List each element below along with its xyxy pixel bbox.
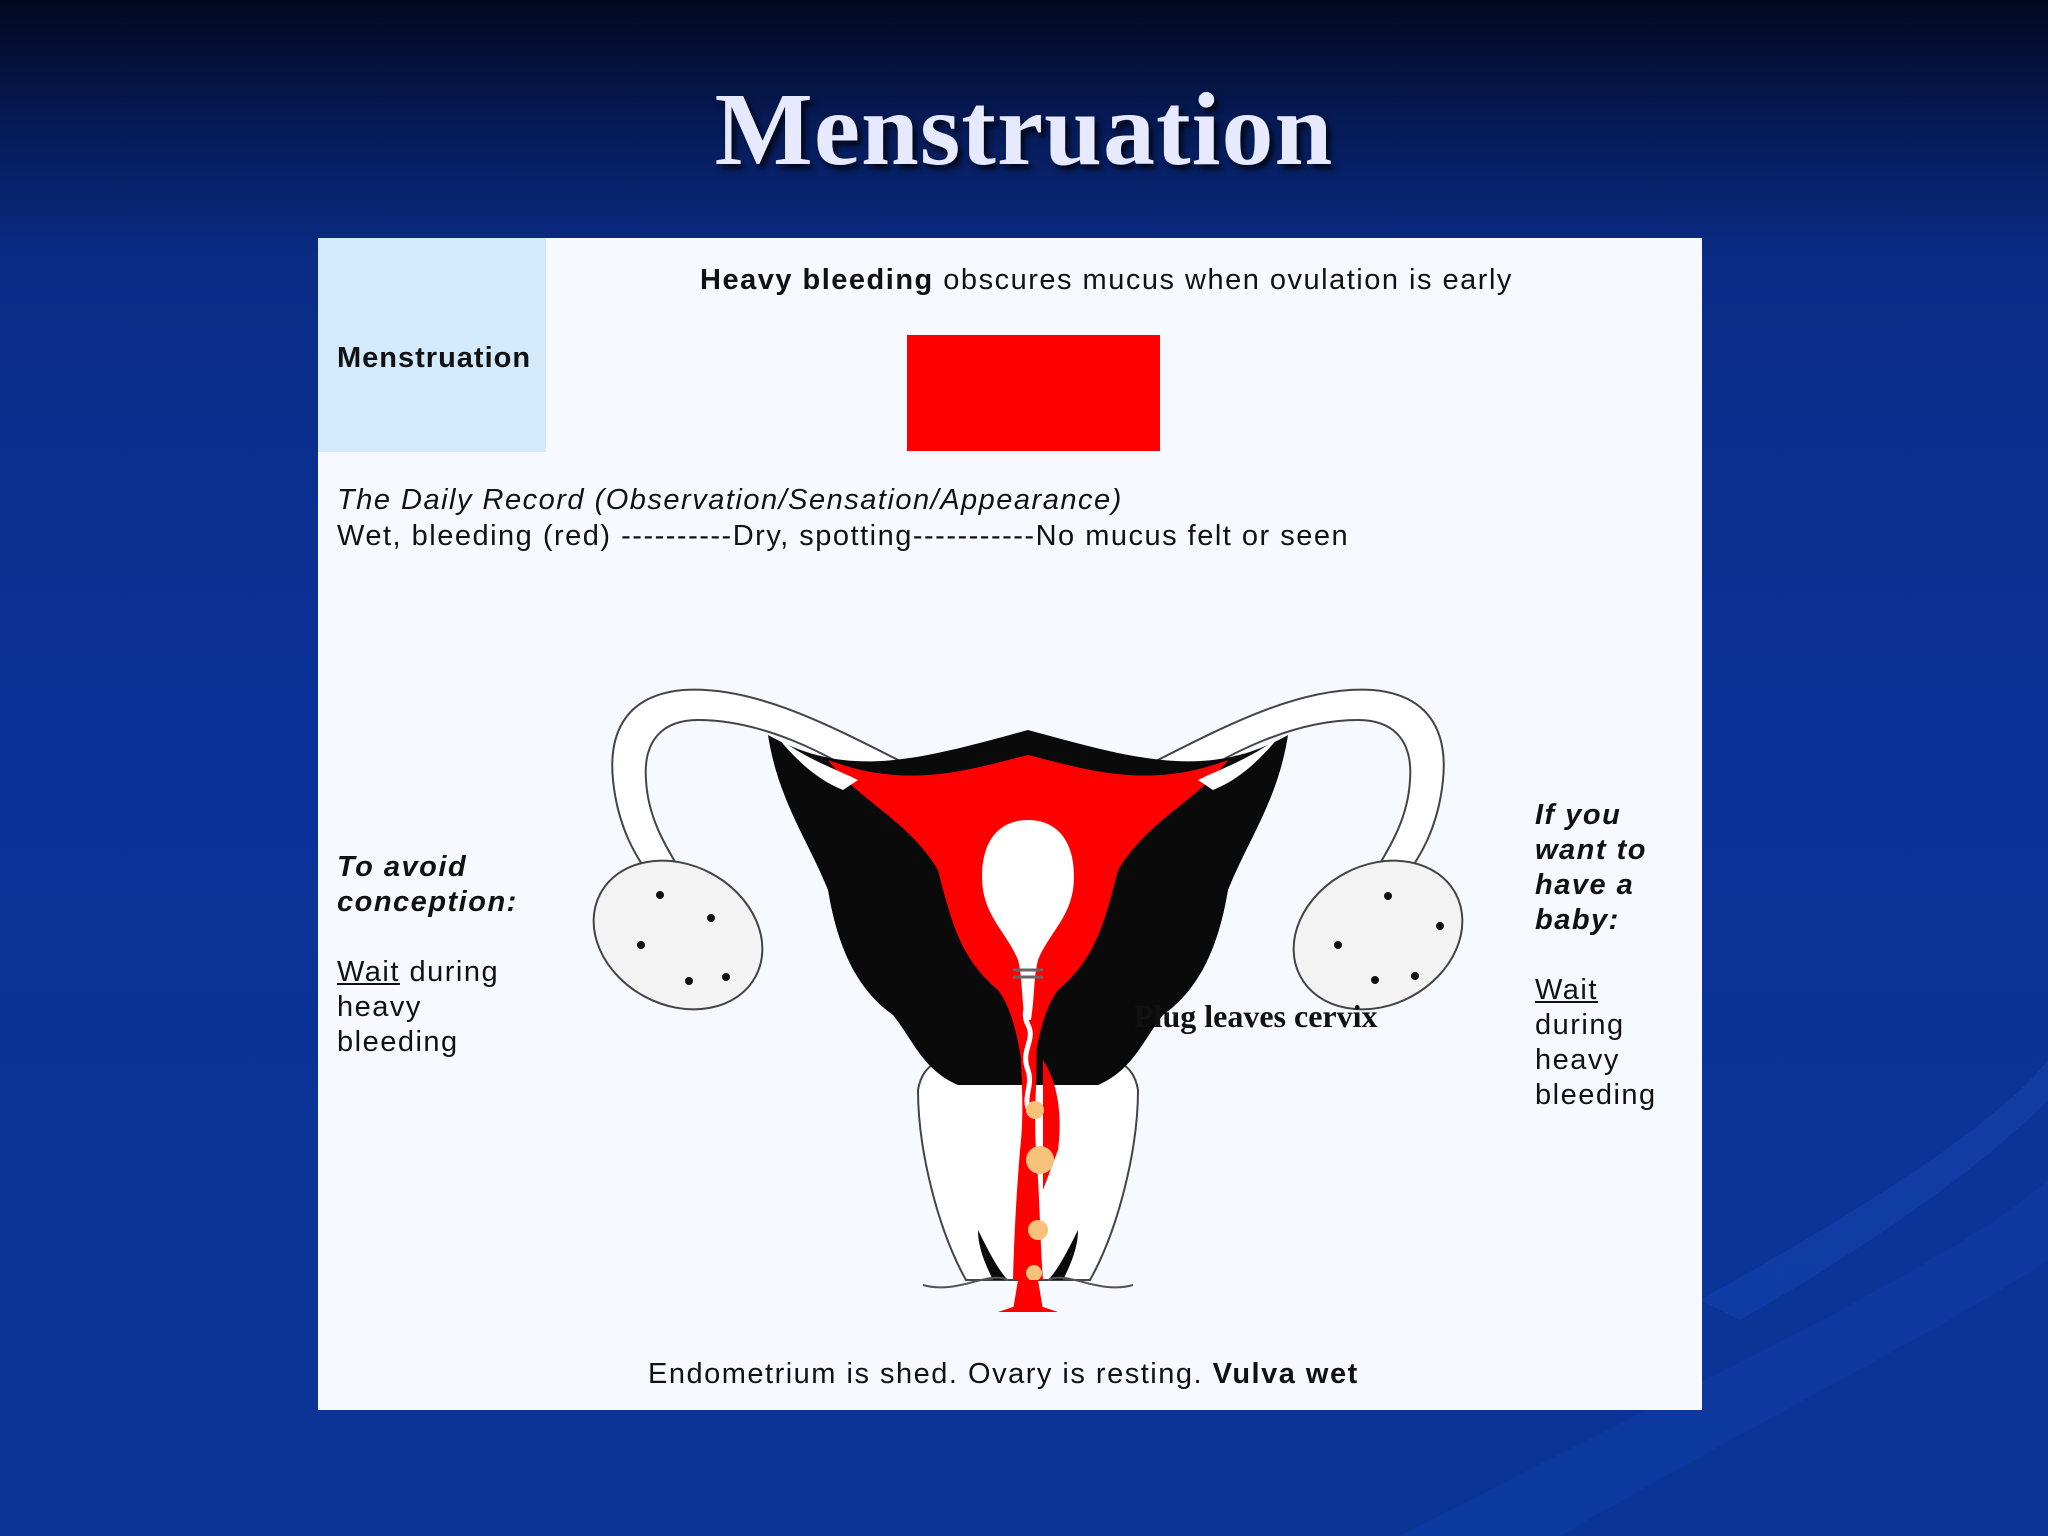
- right-ovary: [1292, 859, 1464, 1011]
- left-heading-1: To avoid: [337, 851, 468, 883]
- left-rest-3: bleeding: [337, 1026, 459, 1058]
- mucus-plug-4: [1026, 1265, 1042, 1281]
- panel-heading: Heavy bleeding obscures mucus when ovula…: [700, 264, 1513, 297]
- panel-caption: Endometrium is shed. Ovary is resting. V…: [648, 1358, 1359, 1391]
- phase-label: Menstruation: [337, 342, 532, 374]
- menstrual-flow: [1013, 1020, 1043, 1280]
- left-ovary: [592, 859, 764, 1011]
- daily-record-title: The Daily Record (Observation/Sensation/…: [337, 484, 1123, 516]
- right-rest-1: during: [1535, 1009, 1625, 1041]
- mucus-plug-3: [1028, 1220, 1048, 1240]
- right-heading-4: baby:: [1535, 904, 1620, 936]
- bleeding-color-indicator: [907, 335, 1160, 451]
- left-advice: To avoid conception: Wait during heavy b…: [337, 850, 518, 1060]
- right-advice: If you want to have a baby: Wait during …: [1535, 798, 1657, 1113]
- right-rest-3: bleeding: [1535, 1079, 1657, 1111]
- slide-title: Menstruation: [714, 72, 1334, 187]
- heading-bold: Heavy bleeding: [700, 264, 934, 296]
- mucus-plug-1: [1026, 1101, 1044, 1119]
- right-heading-2: want to: [1535, 834, 1647, 866]
- right-rest-2: heavy: [1535, 1044, 1620, 1076]
- left-heading-2: conception:: [337, 886, 518, 918]
- daily-record-observation: Wet, bleeding (red) ----------Dry, spott…: [337, 520, 1350, 552]
- right-heading-3: have a: [1535, 869, 1635, 901]
- plug-label: Plug leaves cervix: [1134, 998, 1378, 1034]
- caption-bold: Vulva wet: [1212, 1358, 1359, 1390]
- heading-rest: obscures mucus when ovulation is early: [933, 264, 1513, 296]
- caption-normal: Endometrium is shed. Ovary is resting.: [648, 1358, 1213, 1390]
- left-wait: Wait: [337, 956, 400, 988]
- uterine-cavity: [982, 820, 1074, 1025]
- left-rest-2: heavy: [337, 991, 422, 1023]
- uterus-illustration: [592, 688, 1464, 1312]
- left-rest-1: during: [399, 956, 500, 988]
- phase-label-box: Menstruation: [318, 238, 546, 452]
- diagram-panel: Menstruation Heavy bleeding obscures muc…: [318, 238, 1702, 1410]
- mucus-plug-2: [1026, 1146, 1054, 1174]
- right-heading-1: If you: [1535, 799, 1622, 831]
- right-wait: Wait: [1535, 974, 1598, 1006]
